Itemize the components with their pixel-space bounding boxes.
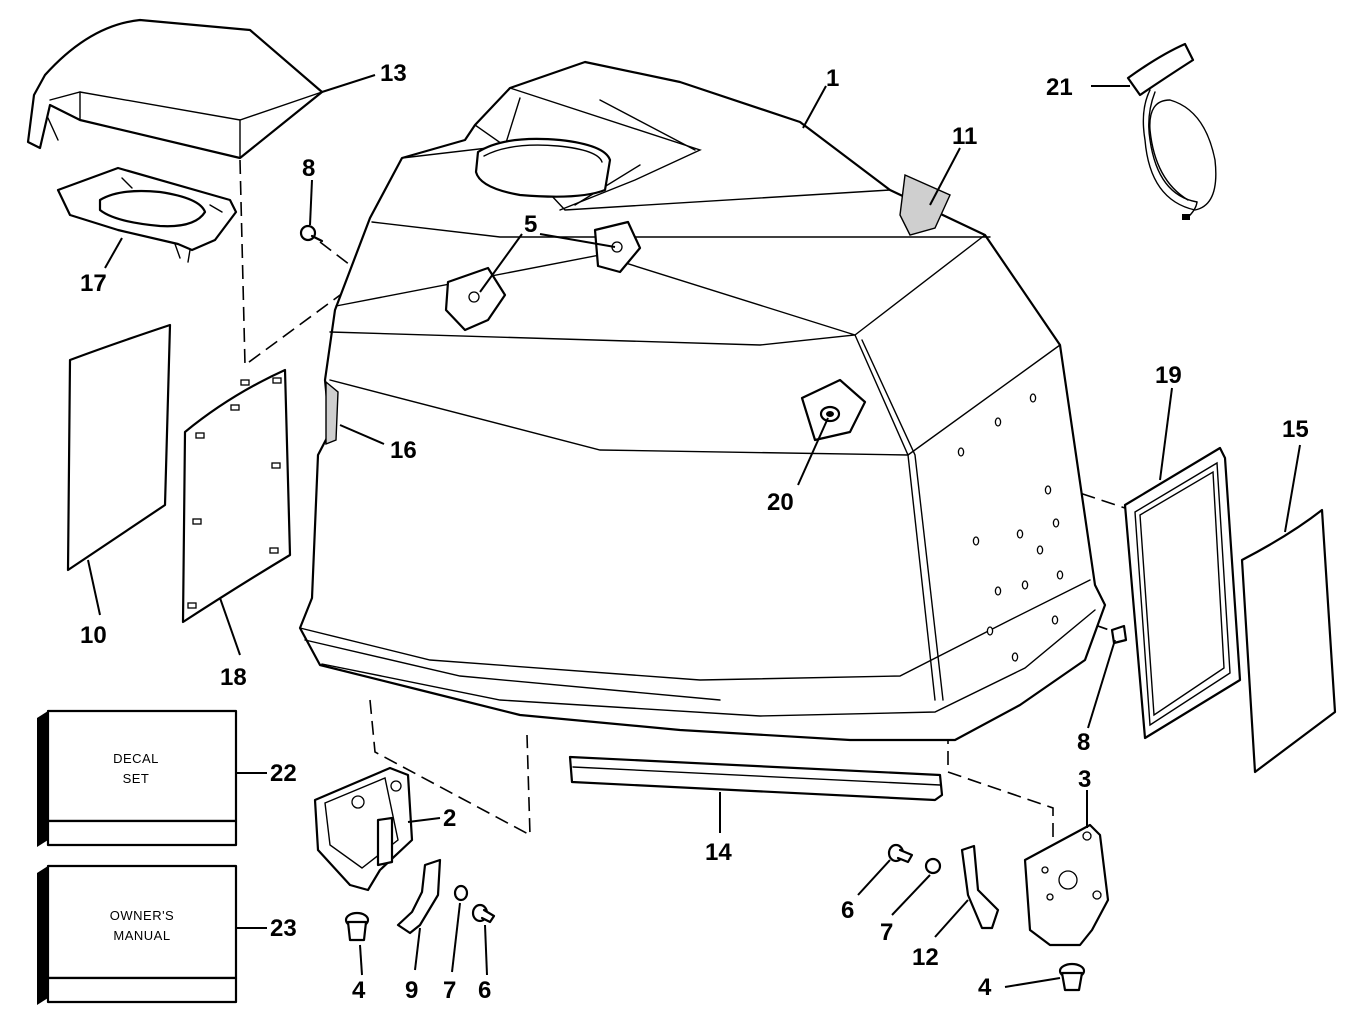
intake-gasket-frame	[56, 166, 238, 263]
callout-12: 12	[912, 944, 939, 971]
callout-5: 5	[524, 211, 537, 238]
screw-top-left	[299, 224, 324, 243]
callout-4-right: 4	[978, 974, 992, 1001]
bottom-seal-strip	[568, 755, 944, 802]
callout-6-right: 6	[841, 897, 854, 924]
grommet-right	[1058, 962, 1086, 992]
screw-left	[471, 903, 496, 924]
washer-right	[924, 857, 942, 875]
callout-7-left: 7	[443, 977, 456, 1004]
decal-sheet-right	[1240, 508, 1337, 774]
decal-set-label-line1: DECAL	[113, 751, 159, 766]
screw-right	[887, 843, 914, 864]
callout-10: 10	[80, 622, 107, 649]
callout-19: 19	[1155, 362, 1182, 389]
owners-manual-label-line1: OWNER'S	[110, 908, 174, 923]
cable-harness	[1126, 42, 1217, 220]
callout-6-left: 6	[478, 977, 491, 1004]
callout-2: 2	[443, 805, 456, 832]
screw-right-side	[1110, 624, 1128, 645]
side-panel	[181, 368, 292, 624]
callout-7-right: 7	[880, 919, 893, 946]
callout-15: 15	[1282, 416, 1309, 443]
cover-side-holes	[957, 393, 1064, 662]
grommet-left	[344, 911, 370, 942]
callout-11: 11	[952, 123, 977, 150]
callout-3: 3	[1078, 766, 1091, 793]
owners-manual-box: OWNER'S MANUAL	[37, 864, 238, 1005]
washer-left	[453, 884, 469, 902]
callout-8-top: 8	[302, 155, 315, 182]
callout-numbers: 1 2 3 4 4 5 6 6 7 7 8 8 9 10 11 12 13 14…	[80, 60, 1309, 1004]
callout-1: 1	[826, 65, 839, 92]
callout-8-right: 8	[1077, 729, 1090, 756]
callout-23: 23	[270, 915, 297, 942]
callout-18: 18	[220, 664, 247, 691]
callout-21: 21	[1046, 74, 1073, 101]
callout-14: 14	[705, 839, 732, 866]
decal-set-box: DECAL SET	[37, 709, 238, 847]
seal-strip	[325, 380, 339, 446]
callout-13: 13	[380, 60, 407, 87]
callout-4-left: 4	[352, 977, 366, 1004]
grille-frame	[1123, 446, 1242, 740]
callout-20: 20	[767, 489, 794, 516]
clip-bracket-right	[960, 844, 1000, 930]
left-hinge-bracket	[313, 766, 414, 892]
callout-17: 17	[80, 270, 107, 297]
right-hinge-bracket	[1023, 823, 1110, 947]
leader-lines	[87, 74, 1301, 988]
decal-sheet-left	[66, 323, 172, 572]
side-panel-pins	[187, 377, 282, 609]
callout-16: 16	[390, 437, 417, 464]
grommet-plates	[444, 220, 867, 442]
callout-22: 22	[270, 760, 297, 787]
motor-cover	[298, 60, 1107, 742]
rear-cover-cap	[26, 18, 324, 160]
decal-set-label-line2: SET	[123, 771, 150, 786]
clip-bracket	[396, 858, 442, 935]
callout-9: 9	[405, 977, 418, 1004]
owners-manual-label-line2: MANUAL	[113, 928, 170, 943]
